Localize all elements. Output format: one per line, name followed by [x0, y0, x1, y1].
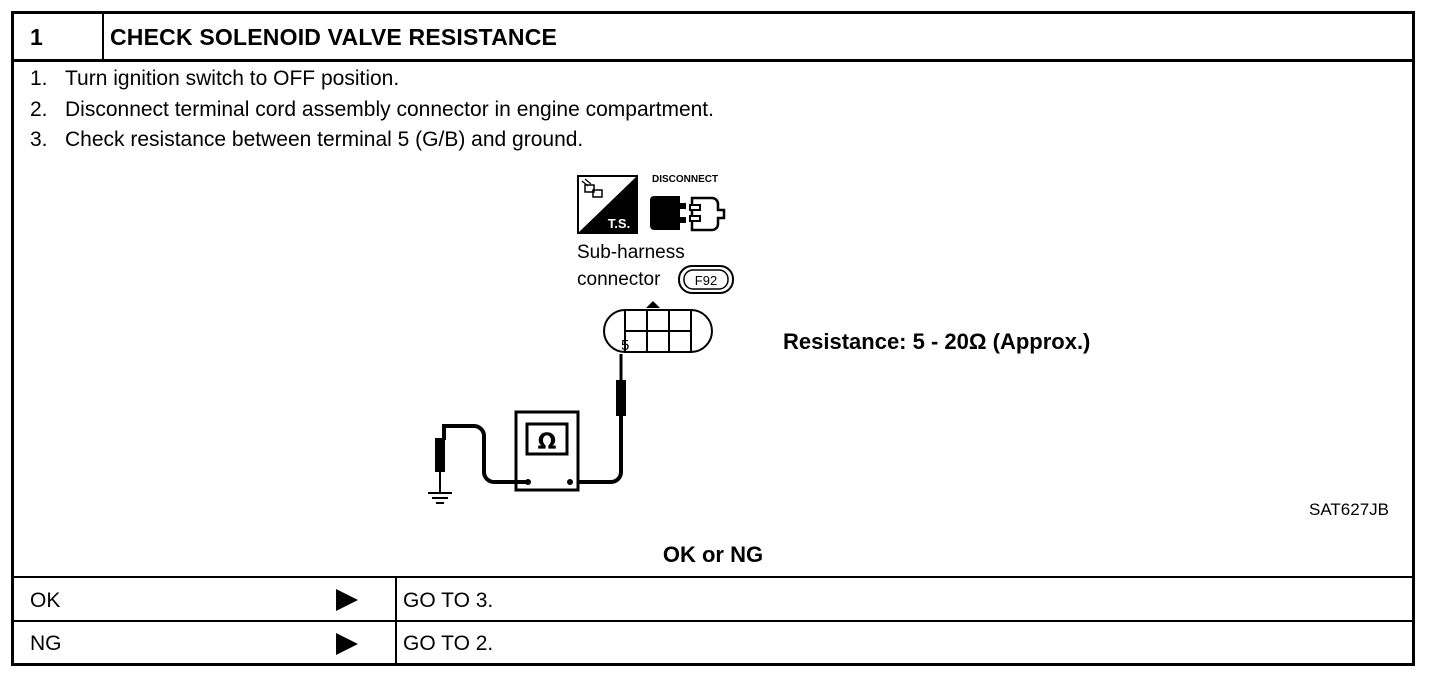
resistance-spec: Resistance: 5 - 20Ω (Approx.) — [783, 329, 1091, 354]
result-label: NG — [30, 632, 62, 655]
instruction-number: 1. — [30, 67, 48, 90]
instruction-number: 2. — [30, 98, 48, 121]
column-divider — [395, 576, 397, 666]
instruction-text: Check resistance between terminal 5 (G/B… — [65, 128, 584, 151]
instruction-text: Turn ignition switch to OFF position. — [65, 67, 400, 90]
result-action: GO TO 2. — [403, 632, 494, 655]
probe-lead-positive — [572, 354, 626, 484]
terminal-number: 5 — [621, 337, 629, 354]
figure-code: SAT627JB — [1309, 500, 1390, 519]
connector-id-badge: F92 — [678, 265, 734, 294]
wiring-diagram: T.S. DISCONNECT Sub-harness connector F9… — [428, 174, 734, 504]
ohm-symbol: Ω — [538, 430, 557, 455]
tester-icon: T.S. — [577, 175, 638, 234]
divider — [14, 576, 1412, 578]
disconnect-icon: DISCONNECT — [650, 174, 726, 232]
disconnect-label: DISCONNECT — [652, 174, 718, 185]
result-label: OK — [30, 589, 61, 612]
step-number: 1 — [30, 24, 43, 50]
diagnostic-step-table: 1 CHECK SOLENOID VALVE RESISTANCE 1. Turn… — [11, 11, 1415, 666]
probe-lead-negative — [435, 424, 528, 492]
instruction-1: 1. Turn ignition switch to OFF position. — [30, 67, 399, 91]
arrow-right-icon — [336, 589, 358, 611]
ts-badge-label: T.S. — [608, 216, 630, 231]
connector-face: 5 — [603, 301, 713, 354]
instruction-3: 3. Check resistance between terminal 5 (G… — [30, 128, 583, 152]
connector-label-line1: Sub-harness — [577, 242, 685, 263]
instruction-number: 3. — [30, 128, 48, 151]
connector-label-line2: connector — [577, 269, 661, 290]
divider — [14, 620, 1412, 622]
ohmmeter-icon: Ω — [514, 410, 580, 492]
judgement-prompt: OK or NG — [662, 542, 764, 567]
connector-id-label: F92 — [695, 273, 717, 288]
arrow-right-icon — [336, 633, 358, 655]
ground-icon — [428, 492, 452, 504]
instruction-2: 2. Disconnect terminal cord assembly conn… — [30, 98, 714, 122]
step-header: 1 CHECK SOLENOID VALVE RESISTANCE — [14, 14, 1412, 62]
instruction-text: Disconnect terminal cord assembly connec… — [65, 98, 714, 121]
header-divider — [102, 14, 104, 59]
step-title: CHECK SOLENOID VALVE RESISTANCE — [110, 24, 558, 50]
result-action: GO TO 3. — [403, 589, 494, 612]
